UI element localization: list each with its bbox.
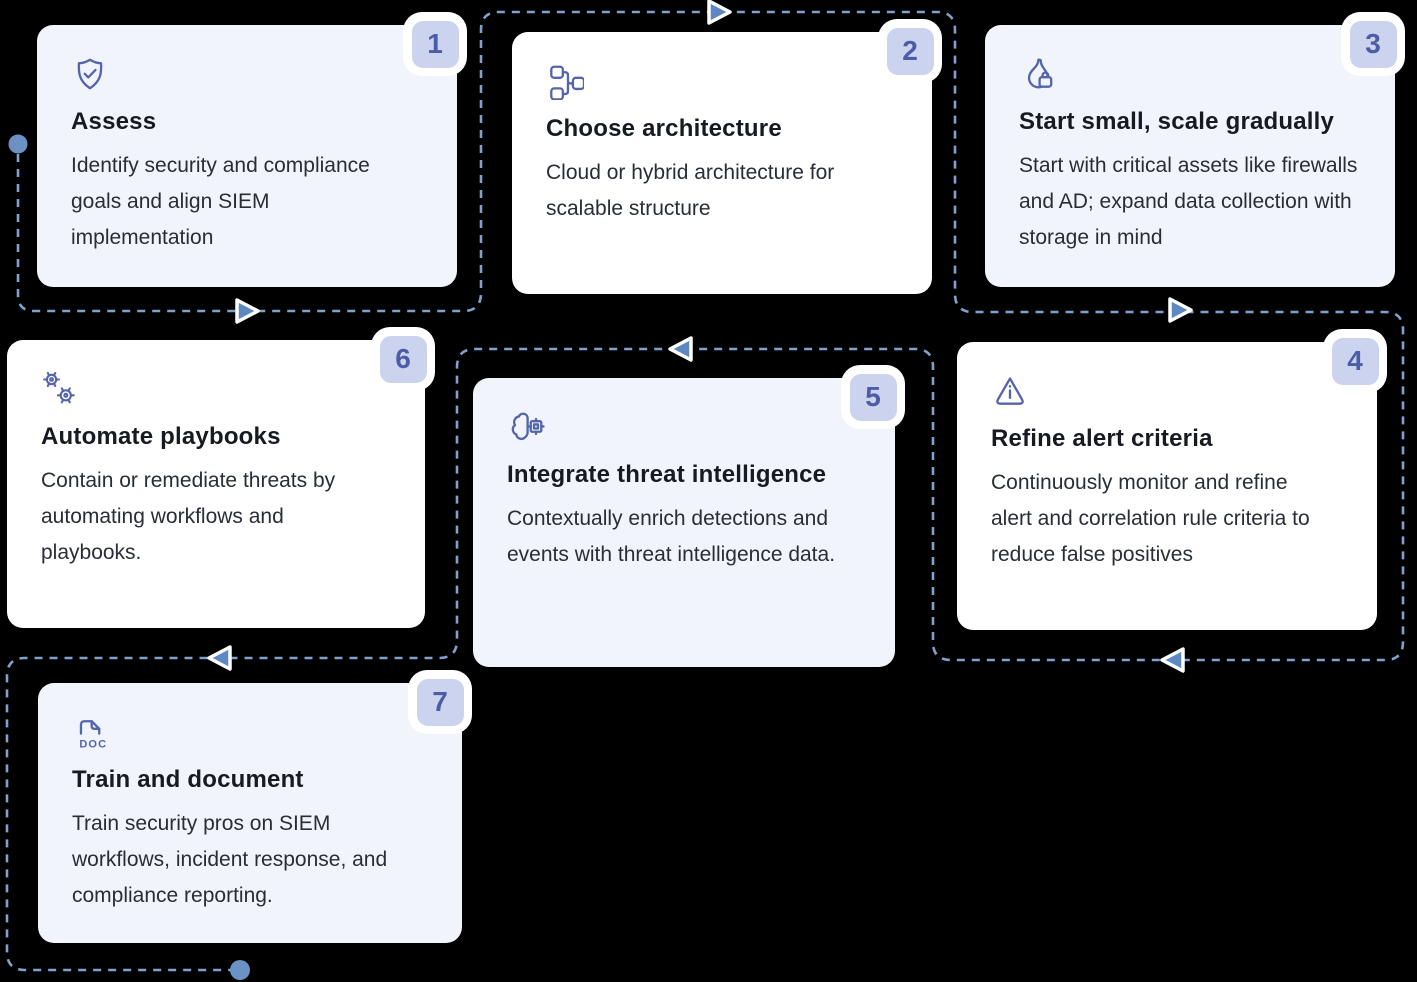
step-card-refine-alert-criteria: 4 Refine alert criteria Continuously mon… — [957, 329, 1387, 630]
step-card-choose-architecture: 2 Choose architecture Cloud or hybrid ar… — [512, 19, 942, 294]
step-number: 7 — [416, 678, 464, 726]
arrow-left-icon — [668, 336, 693, 362]
step-card-integrate-threat-intelligence: 5 Integrate threat intelligence Contextu… — [473, 365, 905, 667]
gears-icon — [43, 372, 75, 404]
step-card-train-and-document: 7 DOC Train and document Train security … — [38, 670, 472, 943]
step-number-badge: 3 — [1341, 12, 1405, 76]
step-number-badge: 5 — [841, 365, 905, 429]
arrow-left-icon — [1160, 647, 1185, 673]
step-title: Refine alert criteria — [991, 425, 1213, 452]
step-description: Cloud or hybrid architecture for scalabl… — [546, 161, 835, 220]
flow-dashed-path — [5, 10, 1405, 972]
arrow-left-icon — [207, 645, 232, 671]
step-description: Start with critical assets like firewall… — [1019, 154, 1358, 249]
doc-icon-label: DOC — [79, 738, 107, 750]
step-title: Start small, scale gradually — [1019, 108, 1335, 135]
architecture-branch-icon — [550, 65, 584, 100]
step-card-start-small: 3 Start small, scale gradually Start wit… — [985, 12, 1405, 287]
step-number: 1 — [411, 20, 459, 68]
alert-triangle-icon — [996, 377, 1024, 405]
step-number: 6 — [379, 335, 427, 383]
step-card-automate-playbooks: 6 Automate playbooks Contain or remediat… — [7, 327, 435, 628]
step-title: Train and document — [72, 766, 304, 793]
step-title: Assess — [71, 108, 157, 135]
flow-arrows — [207, 0, 1193, 673]
step-number-badge: 7 — [408, 670, 472, 734]
step-description: Identify security and compliance goals a… — [71, 154, 370, 249]
arrow-right-icon — [1168, 297, 1193, 323]
step-description: Contextually enrich detections and event… — [507, 507, 836, 566]
step-number: 4 — [1331, 337, 1379, 385]
doc-file-icon: DOC — [79, 720, 107, 750]
step-card-assess: 1 Assess Identify security and complianc… — [37, 12, 467, 287]
step-description: Continuously monitor and refine alert an… — [991, 471, 1310, 566]
brain-chip-icon — [511, 412, 545, 441]
step-number-badge: 4 — [1323, 329, 1387, 393]
step-title: Choose architecture — [546, 115, 782, 142]
shield-check-icon — [77, 58, 103, 90]
step-title: Automate playbooks — [41, 423, 281, 450]
step-description: Contain or remediate threats by automati… — [41, 469, 336, 564]
step-number: 2 — [886, 27, 934, 75]
step-number-badge: 2 — [878, 19, 942, 83]
flow-start-dot — [8, 134, 28, 154]
arrow-right-icon — [707, 0, 732, 25]
flow-end-dot — [230, 960, 250, 980]
arrow-right-icon — [235, 298, 260, 324]
step-description: Train security pros on SIEM workflows, i… — [72, 812, 388, 907]
step-title: Integrate threat intelligence — [507, 461, 827, 488]
step-number: 3 — [1349, 20, 1397, 68]
step-number: 5 — [849, 373, 897, 421]
step-number-badge: 1 — [403, 12, 467, 76]
step-number-badge: 6 — [371, 327, 435, 391]
flame-lock-icon — [1027, 58, 1053, 89]
